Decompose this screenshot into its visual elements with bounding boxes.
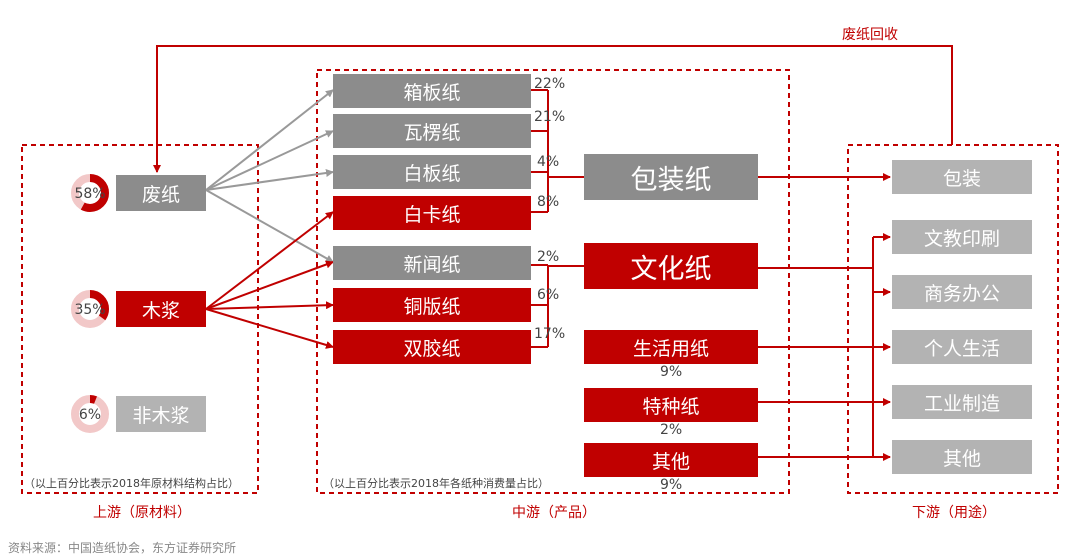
use-box: 文教印刷	[892, 220, 1032, 254]
product-pct: 4%	[537, 154, 560, 170]
product-box: 双胶纸	[333, 330, 531, 364]
product-pct: 22%	[534, 76, 566, 92]
material-non-wood-pulp: 非木浆	[116, 396, 206, 432]
upstream-label: 上游（原材料）	[93, 505, 191, 521]
pulp-links	[205, 211, 334, 349]
category-packaging-paper: 包装纸	[584, 154, 758, 200]
upstream-note: （以上百分比表示2018年原材料结构占比）	[24, 477, 239, 490]
midstream-label: 中游（产品）	[512, 505, 596, 521]
use-box: 个人生活	[892, 330, 1032, 364]
waste-paper-links	[205, 89, 334, 263]
category-tissue-paper: 生活用纸	[584, 330, 758, 364]
category-culture-paper: 文化纸	[584, 243, 758, 289]
donut-pct-label: 58%	[74, 186, 105, 202]
donut-arc	[71, 395, 109, 433]
product-box: 白板纸	[333, 155, 531, 189]
category-other: 其他	[584, 443, 758, 477]
donut-arc	[71, 174, 109, 212]
product-pct: 17%	[534, 326, 566, 342]
source-note: 资料来源：中国造纸协会，东方证券研究所	[8, 541, 237, 555]
donut-pct-label: 35%	[74, 302, 105, 318]
product-box: 瓦楞纸	[333, 114, 531, 148]
product-box: 箱板纸	[333, 74, 531, 108]
use-box: 商务办公	[892, 275, 1032, 309]
product-box: 白卡纸	[333, 196, 531, 230]
donut-pct-label: 6%	[79, 407, 101, 423]
recycle-arrow	[153, 45, 953, 173]
donut-arc	[71, 290, 109, 328]
product-pct: 2%	[537, 249, 560, 265]
midstream-frame	[316, 69, 790, 494]
recycle-label: 废纸回收	[842, 27, 898, 43]
use-box: 包装	[892, 160, 1032, 194]
category-pct: 9%	[660, 364, 683, 380]
product-pct: 6%	[537, 287, 560, 303]
packaging-bracket	[531, 89, 584, 213]
midstream-note: （以上百分比表示2018年各纸种消费量占比）	[323, 477, 549, 490]
culture-bracket	[531, 264, 584, 348]
material-waste-paper: 废纸	[116, 175, 206, 211]
downstream-label: 下游（用途）	[912, 505, 996, 521]
product-pct: 8%	[537, 194, 560, 210]
category-pct: 2%	[660, 422, 683, 438]
material-wood-pulp: 木浆	[116, 291, 206, 327]
upstream-frame	[21, 144, 259, 494]
category-specialty-paper: 特种纸	[584, 388, 758, 422]
product-box: 新闻纸	[333, 246, 531, 280]
product-box: 铜版纸	[333, 288, 531, 322]
use-box: 其他	[892, 440, 1032, 474]
use-box: 工业制造	[892, 385, 1032, 419]
category-pct: 9%	[660, 477, 683, 493]
product-pct: 21%	[534, 109, 566, 125]
